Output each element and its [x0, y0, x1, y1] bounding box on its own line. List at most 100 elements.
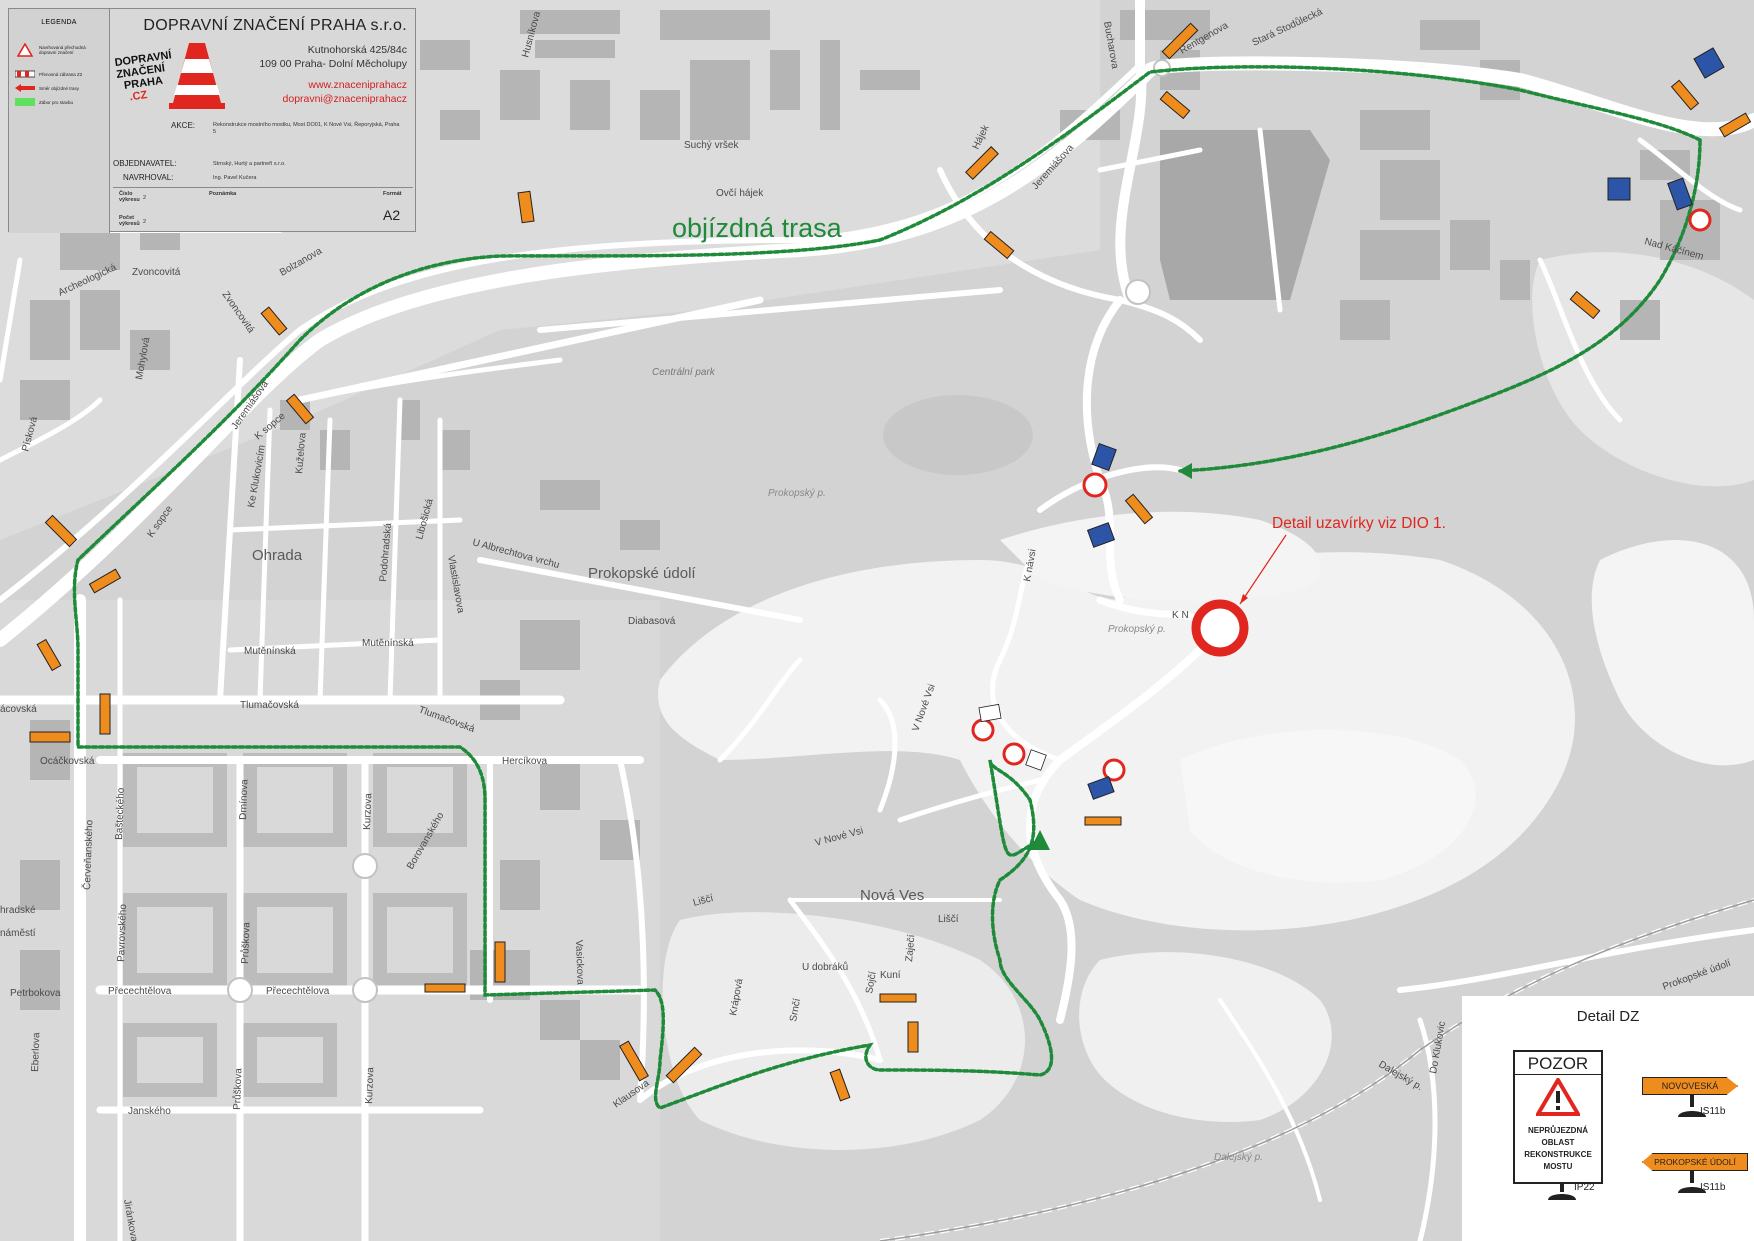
legend-item: Navrhovaná přechodná dopravní značení — [15, 43, 99, 57]
street-label: Eberlova — [30, 1032, 42, 1072]
barrier-icon — [15, 69, 35, 79]
street-label: Liščí — [938, 914, 959, 925]
route-arrow — [1178, 463, 1192, 479]
street-label: Průškova — [239, 922, 252, 965]
no-entry-sign — [1102, 758, 1126, 782]
street-label: Srnčí — [788, 997, 803, 1022]
company-address: Kutnohorská 425/84c — [307, 44, 407, 56]
detail-dz-panel: Detail DZ POZOR NEPRŮJEZDNÁ OBLAST REKON… — [1462, 996, 1754, 1241]
street-label: Mutěnínská — [362, 638, 414, 649]
company-email-link[interactable]: dopravni@znaceniprahacz — [282, 93, 407, 105]
street-label: Červeňanského — [80, 819, 95, 890]
cislo-label: Číslo výkresu — [119, 191, 140, 203]
street-label: Vasickova — [573, 940, 586, 986]
street-label: Zaječí — [904, 934, 917, 962]
poznamka-label: Poznámka — [209, 191, 237, 197]
closure-circle[interactable] — [1191, 599, 1249, 657]
pozor-sign-line: REKONSTRUKCE — [1524, 1150, 1592, 1159]
title-block: LEGENDA Navrhovaná přechodná dopravní zn… — [8, 8, 416, 233]
meadow — [1180, 730, 1476, 883]
street-label: Zvoncovitá — [132, 267, 181, 278]
street-label: Kurzova — [362, 793, 374, 830]
legend-item-label: Navrhovaná přechodná dopravní značení — [39, 45, 86, 55]
street-label: Hercíkova — [502, 756, 547, 767]
objednavatel-value: Strnský, Hurtý a partneři s.r.o. — [213, 161, 286, 167]
no-truck-sign — [971, 718, 995, 742]
meadow — [1000, 511, 1321, 601]
legend: LEGENDA Navrhovaná přechodná dopravní zn… — [9, 9, 110, 233]
arrow-icon — [15, 83, 35, 93]
street-label: Centrální park — [652, 367, 716, 378]
street-label: Petrbokova — [10, 988, 61, 999]
sign-post-icon — [1548, 1182, 1576, 1200]
street-label: Mutěnínská — [244, 646, 296, 657]
no-entry-sign — [1688, 208, 1712, 232]
street-label: Přecechtělova — [266, 986, 330, 997]
district-label: Ohrada — [252, 547, 303, 564]
street-label: Kurzova — [364, 1067, 376, 1104]
company-name: DOPRAVNÍ ZNAČENÍ PRAHA s.r.o. — [143, 17, 407, 34]
legend-item-label: Přenosná zábrana Z2 — [39, 71, 83, 77]
company-block: DOPRAVNÍ ZNAČENÍ PRAHA .CZ DOPRAVNÍ ZNAČ… — [113, 9, 413, 233]
legend-item-label: Zábor pro stavbu — [39, 99, 74, 105]
buildings — [20, 10, 1720, 1080]
sign-post-icon — [1678, 1171, 1706, 1193]
navrhoval-label: NAVRHOVAL: — [123, 173, 174, 182]
akce-label: AKCE: — [171, 121, 196, 130]
meadow — [662, 912, 1025, 1150]
company-web-link[interactable]: www.znaceniprahacz — [308, 79, 407, 91]
pozor-sign-title: POZOR — [1515, 1054, 1601, 1075]
district-label: Nová Ves — [860, 887, 924, 904]
detail-pointer — [1240, 594, 1248, 604]
format-label: Formát — [383, 191, 402, 197]
street-label: Janského — [128, 1106, 171, 1117]
street-label: U dobráků — [802, 961, 848, 973]
street-label: Bašteckého — [114, 787, 127, 840]
pozor-sign: POZOR NEPRŮJEZDNÁ OBLAST REKONSTRUKCE MO… — [1513, 1050, 1603, 1184]
pond — [883, 395, 1033, 475]
detail-dz-title: Detail DZ — [1576, 1008, 1640, 1025]
pozor-sign-line: NEPRŮJEZDNÁ — [1527, 1126, 1588, 1135]
street-label: Prokopský p. — [768, 488, 826, 499]
street-label: Prokopský p. — [1108, 624, 1166, 635]
pocet-value: 2 — [143, 219, 147, 225]
direction-sign-code: IS11b — [1700, 1182, 1726, 1193]
street-label: Kuželova — [294, 432, 309, 474]
street-label: Tlumačovská — [240, 700, 299, 711]
navrhoval-value: Ing. Pavel Kučera — [213, 175, 257, 181]
street-label: Přecechtělova — [108, 986, 172, 997]
format-value: A2 — [383, 207, 401, 223]
no-entry-sign — [1082, 472, 1108, 498]
meadow — [1591, 540, 1754, 766]
district-label: Prokopské údolí — [588, 565, 696, 582]
company-logo: DOPRAVNÍ ZNAČENÍ PRAHA .CZ — [114, 39, 227, 119]
traffic-cone-icon — [169, 43, 225, 109]
divider — [113, 187, 413, 188]
legend-item: Přenosná zábrana Z2 — [15, 69, 82, 79]
legend-item: Zábor pro stavbu — [15, 97, 73, 107]
street-label: náměstí — [0, 928, 36, 939]
street-label: Drnínova — [238, 779, 250, 820]
warning-triangle-icon — [1515, 1076, 1601, 1121]
street-label: hradské — [0, 905, 36, 916]
street-label: Liščí — [692, 893, 715, 909]
railway — [879, 899, 1754, 1241]
street-label: Pavrovského — [116, 904, 129, 963]
pozor-sign-line: OBLAST — [1541, 1138, 1575, 1147]
street-label: Průškova — [231, 1068, 244, 1111]
direction-sign-novoveska: NOVOVESKÁ — [1642, 1077, 1738, 1095]
detail-label: Detail uzavírky viz DIO 1. — [1272, 515, 1446, 532]
objednavatel-label: OBJEDNAVATEL: — [113, 159, 177, 168]
street-label: Sojčí — [864, 970, 879, 994]
pocet-label: Počet výkresů — [119, 215, 140, 227]
orange-signs — [29, 22, 1752, 1102]
sign-post-icon — [1678, 1095, 1706, 1117]
street-label: K N — [1172, 610, 1189, 621]
akce-value: Rekonstrukce mostního mostku, Most DO01,… — [213, 122, 400, 135]
route-arrow — [1030, 830, 1050, 850]
street-label: Ovčí hájek — [716, 188, 764, 199]
no-truck-sign — [1002, 742, 1026, 766]
detour-route — [72, 65, 1702, 1110]
